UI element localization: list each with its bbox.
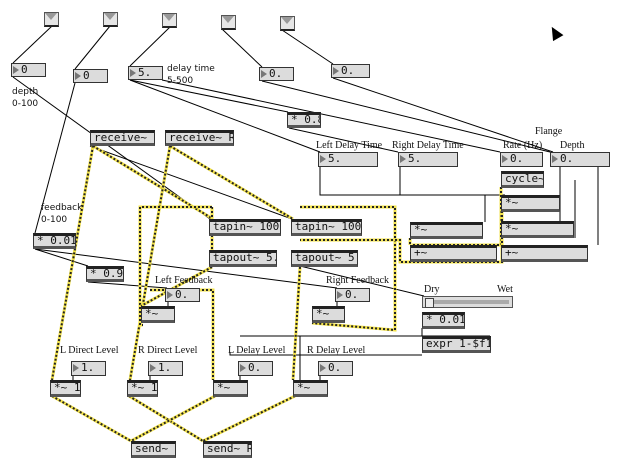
left-add[interactable]: +~ [410,245,497,262]
mouse-cursor-icon [546,23,564,42]
control-cord [399,166,486,222]
wet-label: Wet [497,284,513,295]
receive-ll2[interactable]: receive~ LL2 [90,130,155,146]
direct-left-multiply[interactable]: *~ 1 [50,380,81,397]
tapout-left[interactable]: tapout~ 5. [209,250,277,267]
left-feedback-label: Left Feedback [155,275,213,286]
control-cord [74,25,111,70]
depth-number[interactable]: 0 [11,63,46,77]
rate-toggle[interactable] [221,15,236,30]
right-feedback-number[interactable]: 0. [335,288,370,302]
signal-cord-dash [92,145,214,220]
right-delay-time-number[interactable]: 5. [398,152,458,167]
right-delay-time-label: Right Delay Time [392,140,464,151]
signal-cord-dash [169,145,294,220]
control-cord [34,248,89,267]
cycle-multiply[interactable]: *~ [501,195,560,212]
slider-knob[interactable] [425,298,434,308]
r-delay-level-label: R Delay Level [307,345,366,356]
slider-track [426,300,509,304]
signal-cord-dash [130,395,216,442]
delay-left-multiply[interactable]: *~ [213,380,248,397]
signal-cord [291,266,302,381]
rate-label: Rate (Hz) [503,140,543,151]
signal-cord [130,394,216,443]
signal-cord [202,394,296,443]
receive-rr2[interactable]: receive~ RR2 [165,130,234,146]
multiply-0.93[interactable]: * 0.93 [86,266,124,282]
flange-depth-toggle[interactable] [280,16,295,31]
l-delay-number[interactable]: 0. [238,361,273,376]
feedback-toggle[interactable] [103,12,118,27]
signal-cord-dash [51,395,132,442]
r-direct-level-label: R Direct Level [138,345,198,356]
rate-top-number[interactable]: 0. [259,67,294,81]
multiply-0.89[interactable]: * 0.89 [287,112,321,128]
left-feedback-multiply[interactable]: *~ [141,306,175,323]
control-cord [319,166,505,196]
multiply-0.01-feedback[interactable]: * 0.01 [33,233,76,249]
flange-rate-number[interactable]: 0. [500,152,543,167]
delay-time-number[interactable]: 5. [128,66,163,80]
right-feedback-label: Right Feedback [326,275,390,286]
depth-toggle[interactable] [44,12,59,27]
l-direct-level-label: L Direct Level [60,345,119,356]
tapin-right[interactable]: tapin~ 1000 [291,219,362,236]
flange-depth-label: Depth [560,140,585,151]
delay-time-label: delay time 5-500 [167,64,215,86]
left-delay-time-label: Left Delay Time [316,140,383,151]
signal-cord [128,394,204,443]
depth-top-number[interactable]: 0. [331,64,370,78]
dry-label: Dry [424,284,440,295]
tapout-right[interactable]: tapout~ 5. [291,250,358,267]
send-rr[interactable]: send~ RR [203,441,252,458]
direct-right-multiply[interactable]: *~ 1 [127,380,158,397]
signal-cord-dash [202,395,296,442]
control-cord [12,25,53,64]
signal-cord-dash [128,395,204,442]
multiply-0.01-mix[interactable]: * 0.01 [422,312,465,329]
left-multiply[interactable]: *~ [410,222,483,239]
depth-label: depth 0-100 [12,87,39,109]
right-feedback-multiply[interactable]: *~ [312,306,345,323]
feedback-number[interactable]: 0 [73,69,108,83]
flange-depth-number[interactable]: 0. [550,152,610,167]
flange-label: Flange [535,126,563,137]
signal-cord-dash [292,266,301,381]
delay-right-multiply[interactable]: *~ [293,380,328,397]
left-feedback-number[interactable]: 0. [165,288,200,302]
left-delay-time-number[interactable]: 5. [318,152,378,167]
send-ll[interactable]: send~ LL [131,441,176,458]
signal-cord [92,144,214,221]
r-direct-number[interactable]: 1. [148,361,183,376]
control-cord [129,26,171,67]
signal-cord [169,144,294,221]
dry-wet-slider[interactable] [422,296,513,308]
l-direct-number[interactable]: 1. [71,361,106,376]
tapin-left[interactable]: tapin~ 1000 [209,219,281,236]
r-delay-number[interactable]: 0. [318,361,353,376]
right-add[interactable]: +~ [501,245,588,262]
signal-cord [51,394,132,443]
control-cord [281,29,334,65]
control-cord [12,76,211,220]
feedback-label: feedback 0-100 [41,203,83,225]
control-cord [221,28,263,68]
delay-time-toggle[interactable] [162,13,177,28]
depth-multiply[interactable]: *~ [501,221,574,238]
control-cord [89,145,293,220]
l-delay-level-label: L Delay Level [228,345,286,356]
expr-one-minus[interactable]: expr 1-$f1 [422,336,491,353]
cycle-oscillator[interactable]: cycle~ [501,171,544,188]
